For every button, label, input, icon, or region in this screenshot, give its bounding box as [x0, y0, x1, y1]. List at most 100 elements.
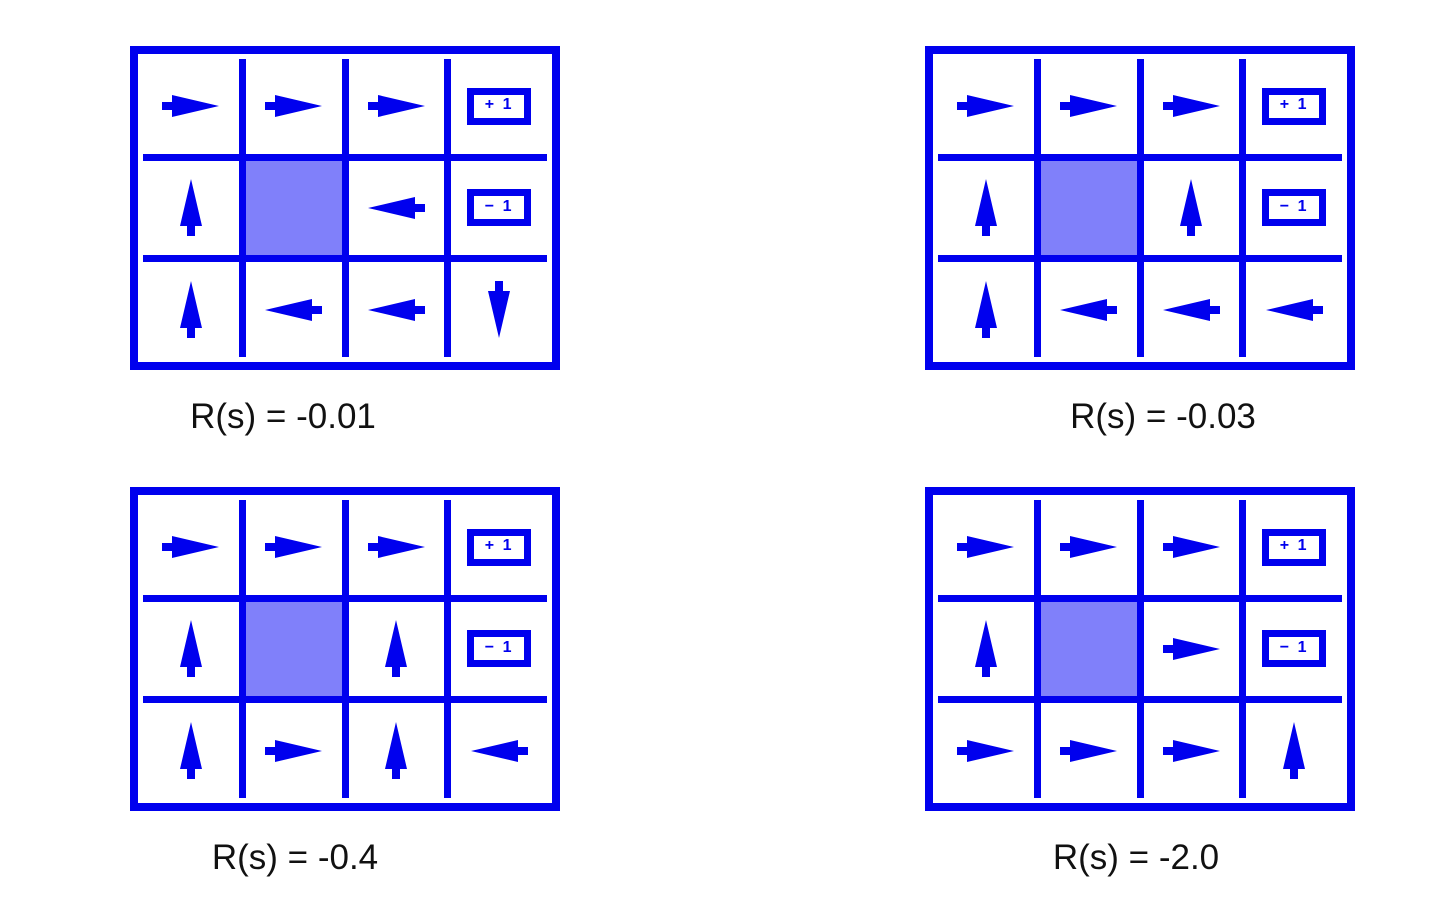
grid-4-cell-r1c2 [1040, 500, 1137, 595]
right-arrow-icon [265, 738, 323, 764]
grid-3-cell-r3c4 [451, 703, 547, 798]
right-arrow-icon [367, 534, 425, 560]
right-arrow-icon [1162, 534, 1220, 560]
grid-2-blocked-cell [1040, 160, 1137, 256]
grid-4-cell-r3c2 [1040, 703, 1137, 798]
minus-one-terminal: − 1 [1262, 189, 1327, 227]
up-arrow-icon [1178, 179, 1204, 237]
grid-4-cell-r1c1 [938, 500, 1034, 595]
policy-group-3: + 1 − 1 R(s) = -0.4 [130, 487, 560, 878]
up-arrow-icon [973, 620, 999, 678]
grid-3-cell-r1c1 [143, 500, 239, 595]
policy-grid-2: + 1 − 1 [938, 59, 1342, 357]
grid-1-cell-r3c3 [348, 262, 445, 357]
up-arrow-icon [178, 179, 204, 237]
policy-grid-3: + 1 − 1 [143, 500, 547, 798]
right-arrow-icon [1162, 738, 1220, 764]
grid-3-cell-r3c2 [245, 703, 342, 798]
right-arrow-icon [957, 93, 1015, 119]
left-arrow-icon [265, 297, 323, 323]
grid-2-cell-r3c1 [938, 262, 1034, 357]
grid-4-blocked-cell [1040, 601, 1137, 697]
terminal-value: − 1 [1279, 197, 1309, 215]
up-arrow-icon [973, 281, 999, 339]
up-arrow-icon [973, 179, 999, 237]
right-arrow-icon [957, 738, 1015, 764]
plus-one-terminal: + 1 [467, 87, 532, 125]
grid-3-cell-r1c3 [348, 500, 445, 595]
grid-3-cell-r3c3 [348, 703, 445, 798]
reward-label-2: R(s) = -0.03 [1070, 397, 1256, 436]
up-arrow-icon [1281, 722, 1307, 780]
right-arrow-icon [265, 534, 323, 560]
right-arrow-icon [1060, 534, 1118, 560]
right-arrow-icon [1162, 636, 1220, 662]
up-arrow-icon [178, 722, 204, 780]
terminal-value: − 1 [1279, 638, 1309, 656]
grid-2-cell-r2c4: − 1 [1246, 160, 1342, 256]
right-arrow-icon [265, 93, 323, 119]
grid-2-cell-r3c2 [1040, 262, 1137, 357]
reward-label-4: R(s) = -2.0 [1052, 838, 1220, 877]
grid-3-cell-r3c1 [143, 703, 239, 798]
grid-4-cell-r3c1 [938, 703, 1034, 798]
grid-1-cell-r3c4 [451, 262, 547, 357]
grid-1-cell-r1c1 [143, 59, 239, 154]
grid-2-cell-r1c1 [938, 59, 1034, 154]
left-arrow-icon [1162, 297, 1220, 323]
grid-1-cell-r1c4: + 1 [451, 59, 547, 154]
grid-2-cell-r1c4: + 1 [1246, 59, 1342, 154]
down-arrow-icon [486, 281, 512, 339]
left-arrow-icon [367, 297, 425, 323]
reward-label-3: R(s) = -0.4 [211, 838, 379, 877]
grid-2-cell-r2c3 [1143, 160, 1240, 256]
up-arrow-icon [178, 620, 204, 678]
grid-4-cell-r3c4 [1246, 703, 1342, 798]
grid-1-cell-r2c4: − 1 [451, 160, 547, 256]
policy-grid-4: + 1 − 1 [938, 500, 1342, 798]
minus-one-terminal: − 1 [467, 189, 532, 227]
gridworld-1: + 1 − 1 [130, 46, 560, 370]
policy-group-4: + 1 − 1 R(s) = -2.0 [925, 487, 1355, 878]
minus-one-terminal: − 1 [467, 630, 532, 668]
grid-3-cell-r2c1 [143, 601, 239, 697]
left-arrow-icon [470, 738, 528, 764]
terminal-value: + 1 [484, 96, 514, 114]
up-arrow-icon [383, 620, 409, 678]
gridworld-4: + 1 − 1 [925, 487, 1355, 811]
grid-3-cell-r1c4: + 1 [451, 500, 547, 595]
policy-group-1: + 1− 1 R(s) = -0.01 [130, 46, 560, 437]
policy-group-2: + 1 − 1 R(s) = -0.03 [925, 46, 1355, 437]
left-arrow-icon [367, 195, 425, 221]
right-arrow-icon [1060, 93, 1118, 119]
grid-2-cell-r1c2 [1040, 59, 1137, 154]
grid-4-cell-r1c3 [1143, 500, 1240, 595]
grid-1-cell-r2c1 [143, 160, 239, 256]
up-arrow-icon [383, 722, 409, 780]
grid-2-cell-r2c1 [938, 160, 1034, 256]
left-arrow-icon [1265, 297, 1323, 323]
grid-4-cell-r2c4: − 1 [1246, 601, 1342, 697]
grid-4-cell-r3c3 [1143, 703, 1240, 798]
left-arrow-icon [1060, 297, 1118, 323]
right-arrow-icon [1162, 93, 1220, 119]
grid-1-cell-r3c1 [143, 262, 239, 357]
right-arrow-icon [162, 93, 220, 119]
plus-one-terminal: + 1 [1262, 528, 1327, 566]
grid-1-cell-r2c3 [348, 160, 445, 256]
grid-3-cell-r1c2 [245, 500, 342, 595]
terminal-value: + 1 [484, 537, 514, 555]
gridworld-2: + 1 − 1 [925, 46, 1355, 370]
terminal-value: + 1 [1279, 537, 1309, 555]
up-arrow-icon [178, 281, 204, 339]
policy-grid-1: + 1 − 1 [143, 59, 547, 357]
grid-4-cell-r1c4: + 1 [1246, 500, 1342, 595]
right-arrow-icon [1060, 738, 1118, 764]
right-arrow-icon [367, 93, 425, 119]
grid-1-cell-r1c2 [245, 59, 342, 154]
grid-1-cell-r1c3 [348, 59, 445, 154]
plus-one-terminal: + 1 [1262, 87, 1327, 125]
terminal-value: + 1 [1279, 96, 1309, 114]
grid-1-blocked-cell [245, 160, 342, 256]
